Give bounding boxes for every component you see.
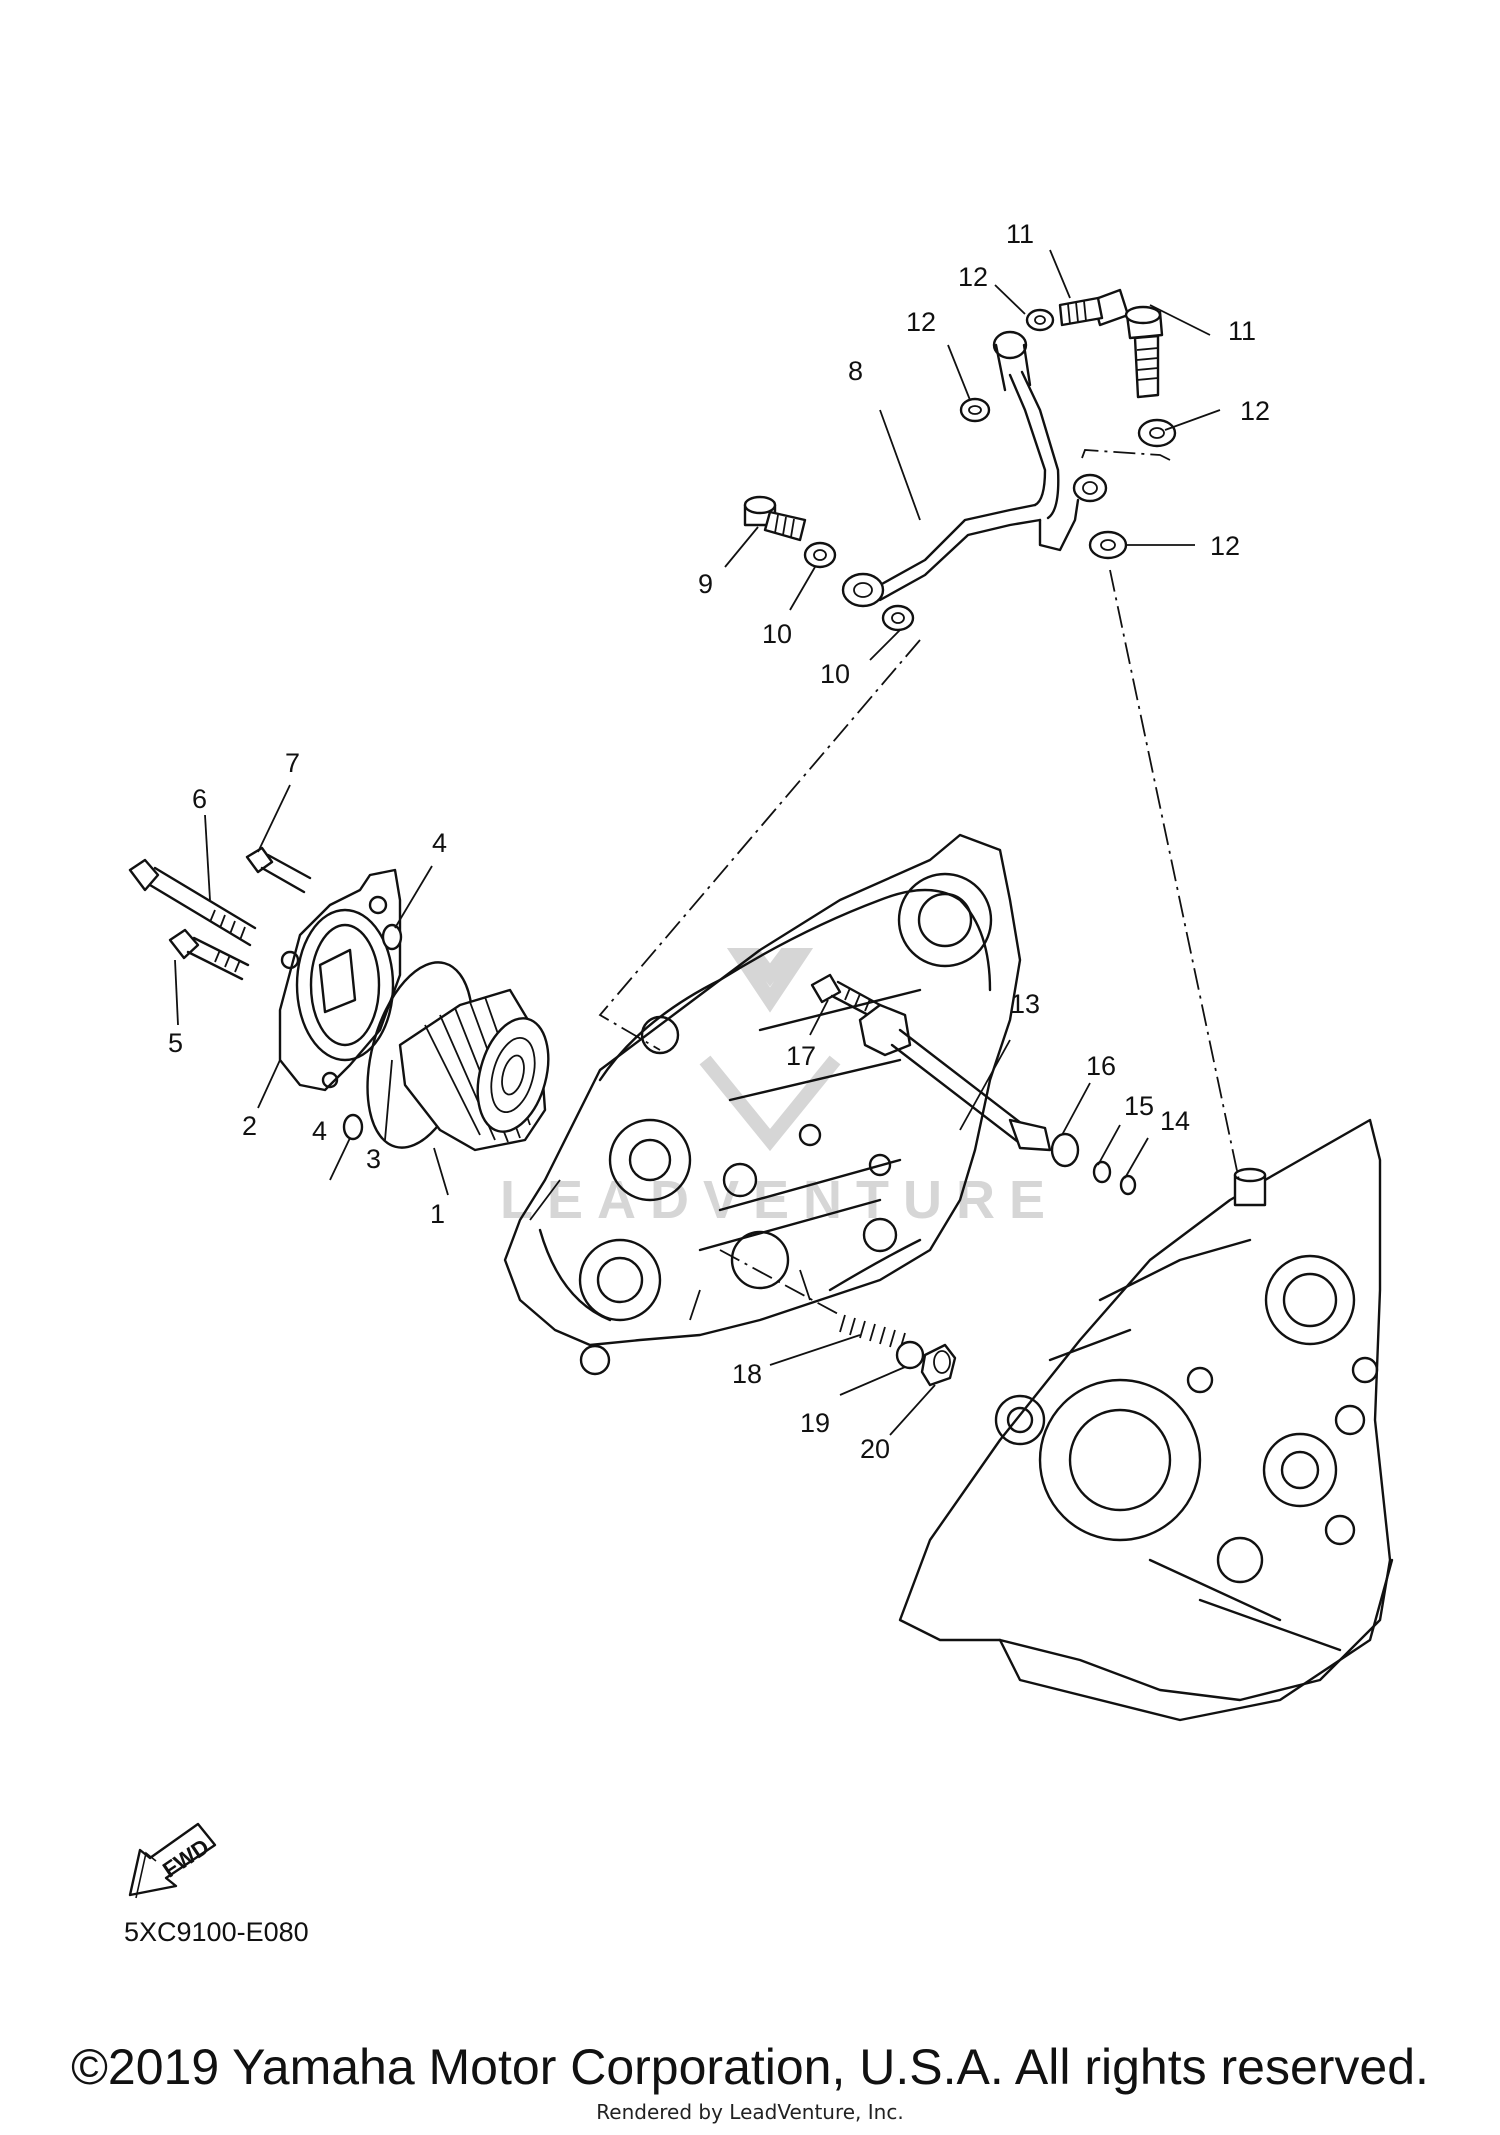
watermark-text: LEADVENTURE [500, 1170, 1059, 1230]
washer-10b [881, 604, 915, 632]
callout-5: 5 [168, 1028, 183, 1058]
copyright-notice: ©2019 Yamaha Motor Corporation, U.S.A. A… [71, 2039, 1429, 2095]
callout-6: 6 [192, 784, 207, 814]
washer-12d [1088, 530, 1128, 560]
callout-12d: 12 [1210, 531, 1240, 561]
callout-8: 8 [848, 356, 863, 386]
washer-12c [1137, 418, 1177, 448]
callout-7: 7 [285, 748, 300, 778]
callout-14: 14 [1160, 1106, 1190, 1136]
callout-labels: 1 2 3 4 4 5 6 7 8 9 10 10 11 11 12 12 12… [168, 219, 1270, 1464]
o-ring-14 [1119, 1174, 1137, 1196]
callout-4-top: 4 [432, 828, 447, 858]
crankcase-right [898, 1118, 1394, 1722]
callout-11a: 11 [1006, 219, 1034, 249]
ball-19 [895, 1340, 925, 1370]
spring-18 [839, 1314, 906, 1351]
o-ring-4-top [381, 923, 403, 951]
fwd-arrow-icon: FWD [128, 1822, 217, 1899]
callout-12a: 12 [958, 262, 988, 292]
callout-2: 2 [242, 1111, 257, 1141]
callout-15: 15 [1124, 1091, 1154, 1121]
o-ring-4-bottom [342, 1113, 364, 1141]
callout-4-bottom: 4 [312, 1116, 327, 1146]
callout-3: 3 [366, 1144, 381, 1174]
union-bolts [743, 288, 1164, 542]
washer-10a [803, 541, 837, 569]
callout-11b: 11 [1228, 316, 1256, 346]
drawing-code: 5XC9100-E080 [124, 1917, 309, 1947]
washer-12a [959, 397, 991, 423]
relief-valve-parts [839, 1314, 957, 1387]
oil-filter-and-o-ring [366, 961, 550, 1152]
callout-10a: 10 [762, 619, 792, 649]
callout-12b: 12 [906, 307, 936, 337]
crankcase-left [503, 833, 1022, 1376]
callout-20: 20 [860, 1434, 890, 1464]
callout-10b: 10 [820, 659, 850, 689]
callout-12c: 12 [1240, 396, 1270, 426]
oil-delivery-pipe [841, 330, 1108, 608]
copper-washers [803, 308, 1177, 632]
rendered-by-note: Rendered by LeadVenture, Inc. [596, 2100, 904, 2124]
assembly-guide-lines [598, 449, 1241, 1316]
callout-leaders [174, 249, 1221, 1436]
plug-20 [920, 1343, 957, 1387]
oil-strainer-assembly [810, 973, 1137, 1196]
callout-19: 19 [800, 1408, 830, 1438]
oil-filter-cover-assembly [128, 846, 403, 1141]
callout-1: 1 [430, 1199, 445, 1229]
callout-18: 18 [732, 1359, 762, 1389]
o-ring-16 [1050, 1132, 1080, 1168]
callout-16: 16 [1086, 1051, 1116, 1081]
callout-13: 13 [1010, 989, 1040, 1019]
callout-9: 9 [698, 569, 713, 599]
o-ring-15 [1092, 1160, 1112, 1184]
callout-17: 17 [786, 1041, 816, 1071]
washer-12b [1025, 308, 1055, 332]
watermark: LEADVENTURE [500, 948, 1059, 1230]
